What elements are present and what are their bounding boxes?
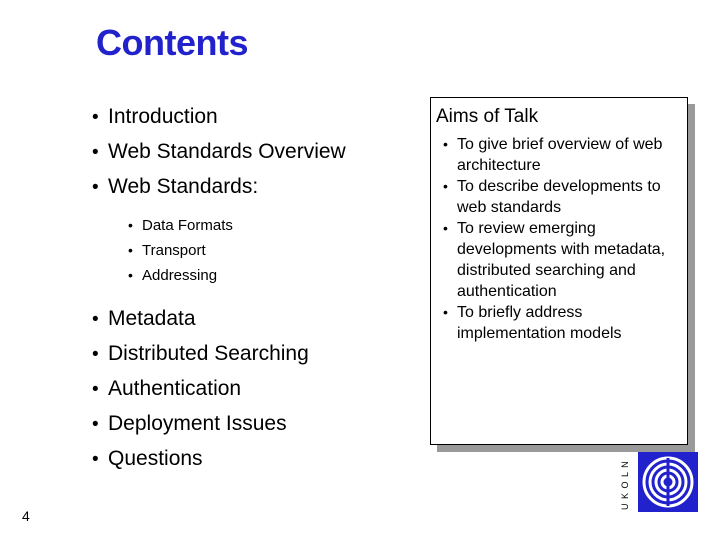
- bullet-icon: •: [92, 177, 99, 198]
- bullet-icon: •: [443, 220, 448, 236]
- list-item-label: Introduction: [108, 105, 218, 128]
- list-item-label: Addressing: [142, 267, 218, 284]
- bullet-icon: •: [443, 136, 448, 152]
- bullet-icon: •: [92, 379, 99, 400]
- spacer: [84, 205, 429, 213]
- bullet-icon: •: [443, 178, 448, 194]
- logo-label: U K O L N: [620, 460, 630, 510]
- aims-panel-heading: Aims of Talk: [436, 106, 539, 127]
- list-item: • Web Standards:: [84, 170, 429, 205]
- list-item: • Data Formats: [84, 213, 429, 238]
- bullet-icon: •: [128, 267, 133, 283]
- bullet-icon: •: [92, 414, 99, 435]
- list-item: • Distributed Searching: [84, 337, 429, 372]
- bullet-icon: •: [92, 309, 99, 330]
- bullet-icon: •: [92, 449, 99, 470]
- bullet-icon: •: [128, 242, 133, 258]
- list-item: • Questions: [84, 442, 429, 477]
- bullet-icon: •: [92, 344, 99, 365]
- list-item: • Introduction: [84, 100, 429, 135]
- list-item: • To give brief overview of web architect…: [437, 134, 687, 176]
- ukoln-logo: U K O L N: [620, 452, 698, 522]
- aims-panel: Aims of Talk • To give brief overview of …: [430, 97, 688, 445]
- bullet-icon: •: [128, 217, 133, 233]
- list-item-label: To review emerging developments with met…: [457, 220, 666, 300]
- list-item: • Transport: [84, 238, 429, 263]
- aims-list: • To give brief overview of web architect…: [437, 134, 687, 344]
- bullet-icon: •: [92, 142, 99, 163]
- list-item-label: Questions: [108, 447, 203, 470]
- bullet-icon: •: [443, 304, 448, 320]
- list-item: • To briefly address implementation model…: [437, 302, 687, 344]
- spiral-icon: [638, 452, 698, 512]
- list-item: • Authentication: [84, 372, 429, 407]
- logo-mark: [638, 452, 698, 512]
- list-item-label: Deployment Issues: [108, 412, 287, 435]
- list-item-label: To give brief overview of web architectu…: [457, 136, 663, 174]
- page-number: 4: [22, 508, 30, 524]
- list-item-label: Metadata: [108, 307, 196, 330]
- list-item: • Addressing: [84, 263, 429, 288]
- list-item: • To review emerging developments with me…: [437, 218, 687, 302]
- list-item-label: Authentication: [108, 377, 242, 400]
- spacer: [84, 288, 429, 302]
- list-item-label: Data Formats: [142, 217, 233, 234]
- page-title: Contents: [96, 22, 249, 63]
- list-item: • Deployment Issues: [84, 407, 429, 442]
- list-item: • Metadata: [84, 302, 429, 337]
- list-item-label: Transport: [142, 242, 206, 259]
- list-item-label: Distributed Searching: [108, 342, 309, 365]
- list-item: • Web Standards Overview: [84, 135, 429, 170]
- list-item-label: To describe developments to web standard…: [457, 178, 661, 216]
- list-item-label: Web Standards Overview: [108, 140, 346, 163]
- list-item-label: Web Standards:: [108, 175, 259, 198]
- list-item: • To describe developments to web standar…: [437, 176, 687, 218]
- list-item-label: To briefly address implementation models: [457, 304, 622, 342]
- contents-list: • Introduction • Web Standards Overview • W…: [84, 100, 429, 477]
- bullet-icon: •: [92, 107, 99, 128]
